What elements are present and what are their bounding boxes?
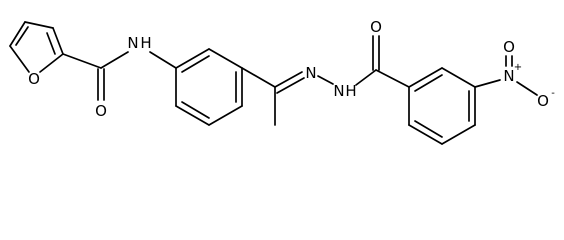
nitro-minus-charge: - <box>551 88 555 99</box>
bond-np-b <box>441 67 476 88</box>
bond-furan-c4-c3 <box>24 21 54 29</box>
nitro-oxygen-single-label: O <box>537 92 549 110</box>
nitro-group <box>474 55 538 96</box>
bond-ph-inner-3 <box>181 101 210 119</box>
bond-furan-c3-c2-double <box>46 32 56 55</box>
bond-imine-cn-1 <box>274 71 303 88</box>
hydrazone-n2-label: N <box>333 82 344 100</box>
furan-ring <box>9 21 64 73</box>
bond-np-e <box>408 124 443 145</box>
amide-nh-h-label: H <box>140 34 151 52</box>
nitro-plus-charge: + <box>514 62 522 73</box>
bond-aryl-nitro <box>474 79 501 88</box>
bond-np-inner-1 <box>414 74 443 92</box>
central-benzene-ring <box>175 48 243 126</box>
bond-furan-c5-c4 <box>9 21 26 47</box>
bond-ph-e <box>175 105 210 126</box>
bond-np-inner-3 <box>414 120 443 138</box>
bond-nh-phenyl <box>149 51 177 69</box>
bond-n-n <box>317 75 334 85</box>
bond-carbonyl-nh <box>100 51 129 69</box>
hydrazone-linker <box>241 35 410 126</box>
hydrazide-h-label: H <box>345 82 356 100</box>
nitrophenyl-ring <box>408 67 476 145</box>
hydrazone-n1-label: N <box>305 64 316 82</box>
bond-nitro-o-single <box>516 81 538 96</box>
bond-furan-c2-o <box>39 53 64 73</box>
bond-furan-o-c5 <box>9 45 30 73</box>
amide-oxygen-label: O <box>95 102 107 120</box>
amide-linker <box>62 51 177 101</box>
bond-np-a <box>408 67 443 88</box>
bond-furan-c3-c2 <box>52 27 64 55</box>
nitro-oxygen-double-label: O <box>503 38 515 56</box>
bond-ph-imine-c <box>241 67 276 88</box>
bond-furan-c5-c4-double <box>15 26 29 46</box>
bond-nh-carbonyl <box>355 69 377 86</box>
bond-c2-carbonyl <box>62 53 102 69</box>
bond-imine-cn-2 <box>276 77 305 94</box>
bond-ph-b <box>208 48 243 69</box>
bond-np-d <box>441 124 476 145</box>
bond-ph-inner-1 <box>181 55 210 73</box>
structure-canvas: O O N H N N H O N + O O - <box>9 18 556 145</box>
molecule-diagram: O O N H N N H O N + O O - <box>9 18 555 145</box>
bond-ph-d <box>208 105 243 126</box>
amide-nh-n-label: N <box>127 34 138 52</box>
nitro-n-label: N <box>503 67 514 85</box>
furan-oxygen-label: O <box>28 70 40 88</box>
bond-ph-a <box>175 48 210 69</box>
hydrazide-oxygen-label: O <box>370 18 382 36</box>
bond-carbonyl-aryl <box>375 69 410 88</box>
